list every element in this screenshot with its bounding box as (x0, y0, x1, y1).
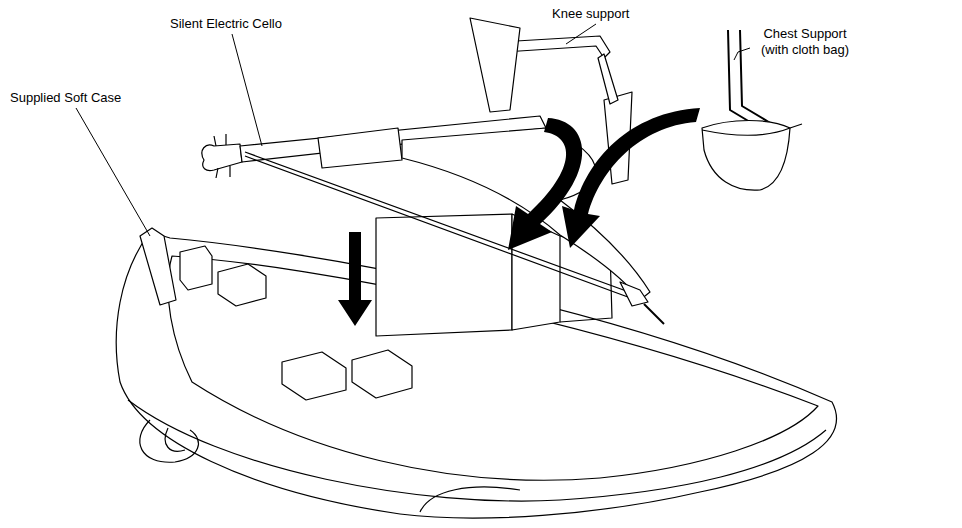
foam-block (352, 350, 412, 398)
knee-bar (598, 54, 618, 104)
leader-line (76, 108, 150, 236)
part-label: Supplied Soft Case (10, 90, 150, 106)
part-label: Chest Support (with cloth bag) (748, 26, 862, 58)
bag-drawstring (702, 124, 802, 135)
curved-arrow (562, 108, 700, 248)
foam-block (180, 246, 212, 290)
leader-lines (76, 24, 750, 236)
leader-line (734, 48, 750, 60)
leader-line (566, 24, 596, 44)
case-handle (165, 428, 185, 451)
cello-scroll (202, 144, 242, 171)
tuning-pegs (214, 134, 230, 178)
case-handle (140, 420, 199, 462)
foam-block (282, 352, 346, 400)
cloth-bag (702, 121, 790, 191)
leader-line (232, 34, 262, 146)
tailpiece (620, 282, 648, 306)
neck-block (318, 128, 402, 168)
endpin (644, 304, 664, 324)
part-label: Silent Electric Cello (170, 16, 310, 32)
down-arrow (338, 232, 372, 326)
part-label: Knee support (552, 6, 652, 22)
foam-block (218, 264, 266, 306)
soft-case (116, 214, 836, 518)
case-seam (128, 400, 826, 501)
case-strap (420, 487, 520, 512)
divider-wall (376, 214, 512, 336)
knee-pad (470, 18, 520, 112)
case-lid-flap (140, 228, 176, 305)
packing-arrows (338, 108, 700, 326)
